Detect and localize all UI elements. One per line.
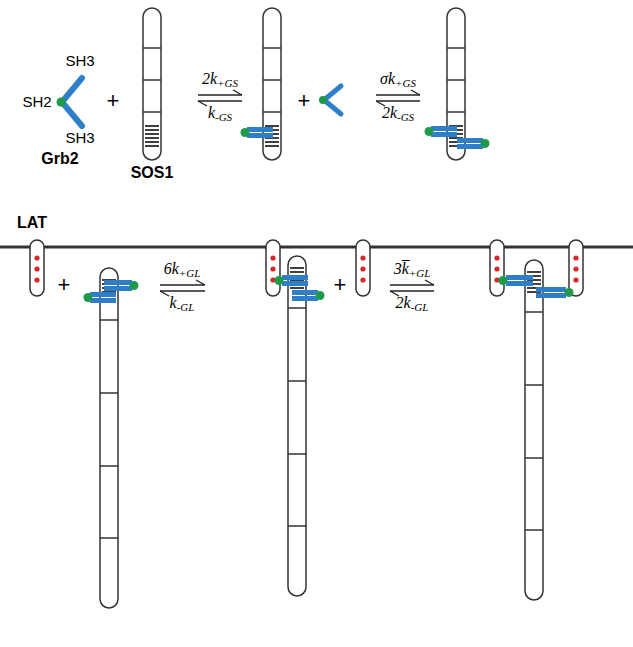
grb2-free — [319, 86, 341, 114]
lat-molecule — [490, 240, 504, 296]
grb2-free — [57, 78, 83, 126]
molecule-name: Grb2 — [41, 150, 78, 168]
reversible-arrow — [390, 280, 434, 296]
rate-constant: 2k-GS — [382, 104, 414, 124]
lat-molecule — [356, 240, 370, 296]
lat-molecule — [266, 240, 280, 296]
sos1-molecule — [447, 8, 465, 160]
domain-label: SH2 — [22, 93, 51, 110]
reversible-arrow — [160, 280, 205, 296]
rate-constant: σk+GS — [380, 70, 416, 90]
rate-constant: 2k-GL — [396, 294, 429, 314]
grb2-bound — [425, 126, 490, 149]
domain-label: SH3 — [65, 129, 94, 146]
grb2-bound — [241, 127, 274, 138]
domain-label: SH3 — [65, 52, 94, 69]
molecule-name: LAT — [17, 214, 47, 232]
sos1-molecule — [288, 256, 306, 596]
plus-sign: + — [58, 272, 71, 297]
lat-molecule — [30, 240, 44, 296]
molecule-name: SOS1 — [131, 164, 174, 182]
sos1-molecule — [525, 260, 543, 600]
reversible-arrow — [198, 90, 242, 106]
plus-sign: + — [334, 272, 347, 297]
grb2-bound — [275, 275, 325, 301]
rate-constant: 3k̅+GL — [394, 260, 431, 280]
rate-constant: 6k+GL — [164, 260, 201, 280]
reversible-arrow — [376, 90, 420, 106]
sos1-molecule — [143, 8, 161, 160]
sos1-molecule — [100, 268, 118, 608]
grb2-bound — [499, 275, 574, 298]
grb2-bound — [84, 280, 139, 303]
lat-molecule — [569, 240, 583, 296]
plus-sign: + — [298, 88, 311, 113]
membrane-line — [0, 246, 633, 249]
plus-sign: + — [107, 88, 120, 113]
rate-constant: 2k+GS — [202, 70, 238, 90]
rate-constant: k-GL — [170, 294, 195, 314]
rate-constant: k-GS — [208, 104, 232, 124]
